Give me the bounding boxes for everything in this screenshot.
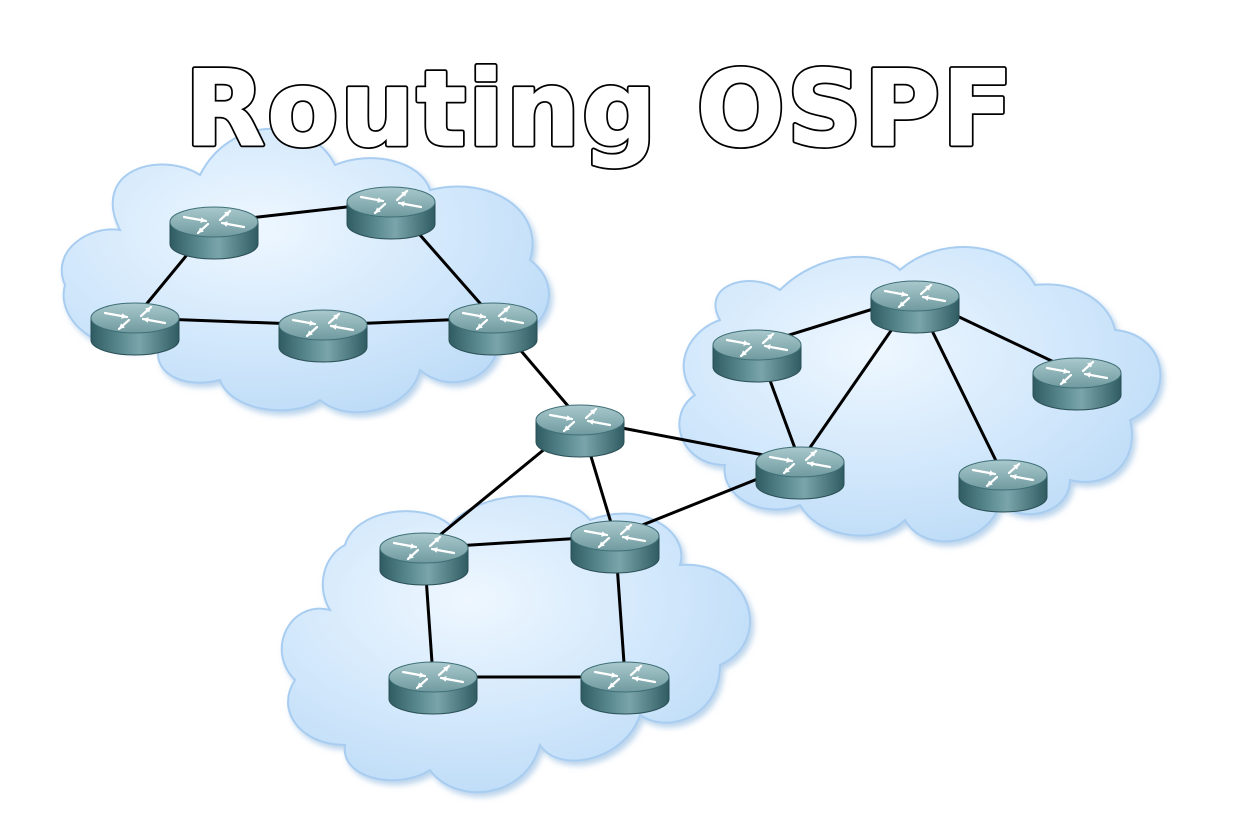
router-icon: [883, 283, 947, 309]
router-r2[interactable]: [346, 186, 436, 240]
cloud-area-3: [280, 495, 751, 794]
router-r11[interactable]: [712, 329, 802, 383]
router-icon: [359, 189, 423, 215]
routers-layer: [90, 186, 1122, 715]
router-r3[interactable]: [90, 302, 180, 356]
router-r6[interactable]: [535, 404, 625, 458]
router-r12[interactable]: [755, 446, 845, 500]
router-r9[interactable]: [388, 661, 478, 715]
router-r8[interactable]: [570, 520, 660, 574]
router-r14[interactable]: [1032, 357, 1122, 411]
router-icon: [401, 664, 465, 690]
router-icon: [548, 407, 612, 433]
router-r7[interactable]: [379, 532, 469, 586]
router-icon: [461, 305, 525, 331]
router-icon: [1045, 360, 1109, 386]
router-icon: [182, 209, 246, 235]
router-r1[interactable]: [169, 206, 259, 260]
router-r5[interactable]: [448, 302, 538, 356]
router-r15[interactable]: [958, 459, 1048, 513]
router-icon: [291, 312, 355, 338]
router-r10[interactable]: [580, 661, 670, 715]
router-icon: [103, 305, 167, 331]
router-r13[interactable]: [870, 280, 960, 334]
router-icon: [768, 449, 832, 475]
router-icon: [583, 523, 647, 549]
cloud-area-1: [60, 127, 550, 414]
diagram-title-inner: Routing OSPF: [185, 48, 1015, 170]
router-icon: [392, 535, 456, 561]
router-icon: [971, 462, 1035, 488]
diagram-title: Routing OSPF: [185, 48, 1015, 170]
title-group: Routing OSPF Routing OSPF: [182, 46, 1015, 173]
router-icon: [593, 664, 657, 690]
router-icon: [725, 332, 789, 358]
router-r4[interactable]: [278, 309, 368, 363]
